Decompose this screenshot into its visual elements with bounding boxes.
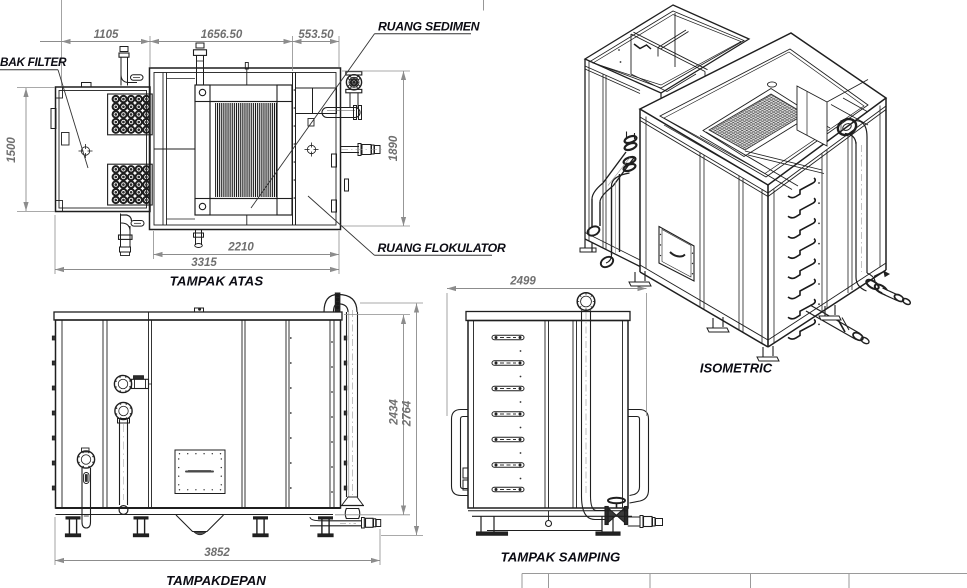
svg-text:1890: 1890 — [388, 135, 400, 161]
svg-text:RUANG SEDIMEN: RUANG SEDIMEN — [378, 20, 481, 34]
svg-text:ISOMETRIC: ISOMETRIC — [700, 361, 773, 376]
svg-text:3315: 3315 — [191, 257, 217, 269]
svg-text:1105: 1105 — [94, 29, 119, 41]
svg-text:RUANG FLOKULATOR: RUANG FLOKULATOR — [378, 241, 506, 255]
svg-text:1656.50: 1656.50 — [201, 29, 243, 41]
svg-text:3852: 3852 — [204, 547, 230, 559]
svg-text:2210: 2210 — [227, 242, 254, 254]
svg-text:1500: 1500 — [6, 137, 18, 163]
svg-text:553.50: 553.50 — [298, 29, 334, 41]
svg-text:TAMPAK ATAS: TAMPAK ATAS — [170, 274, 264, 289]
svg-text:TAMPAK SAMPING: TAMPAK SAMPING — [501, 550, 621, 565]
svg-text:2764: 2764 — [402, 400, 414, 427]
svg-text:2499: 2499 — [509, 276, 536, 288]
svg-text:BAK FILTER: BAK FILTER — [0, 55, 67, 69]
svg-text:2434: 2434 — [389, 399, 401, 426]
svg-text:TAMPAKDEPAN: TAMPAKDEPAN — [166, 573, 266, 588]
